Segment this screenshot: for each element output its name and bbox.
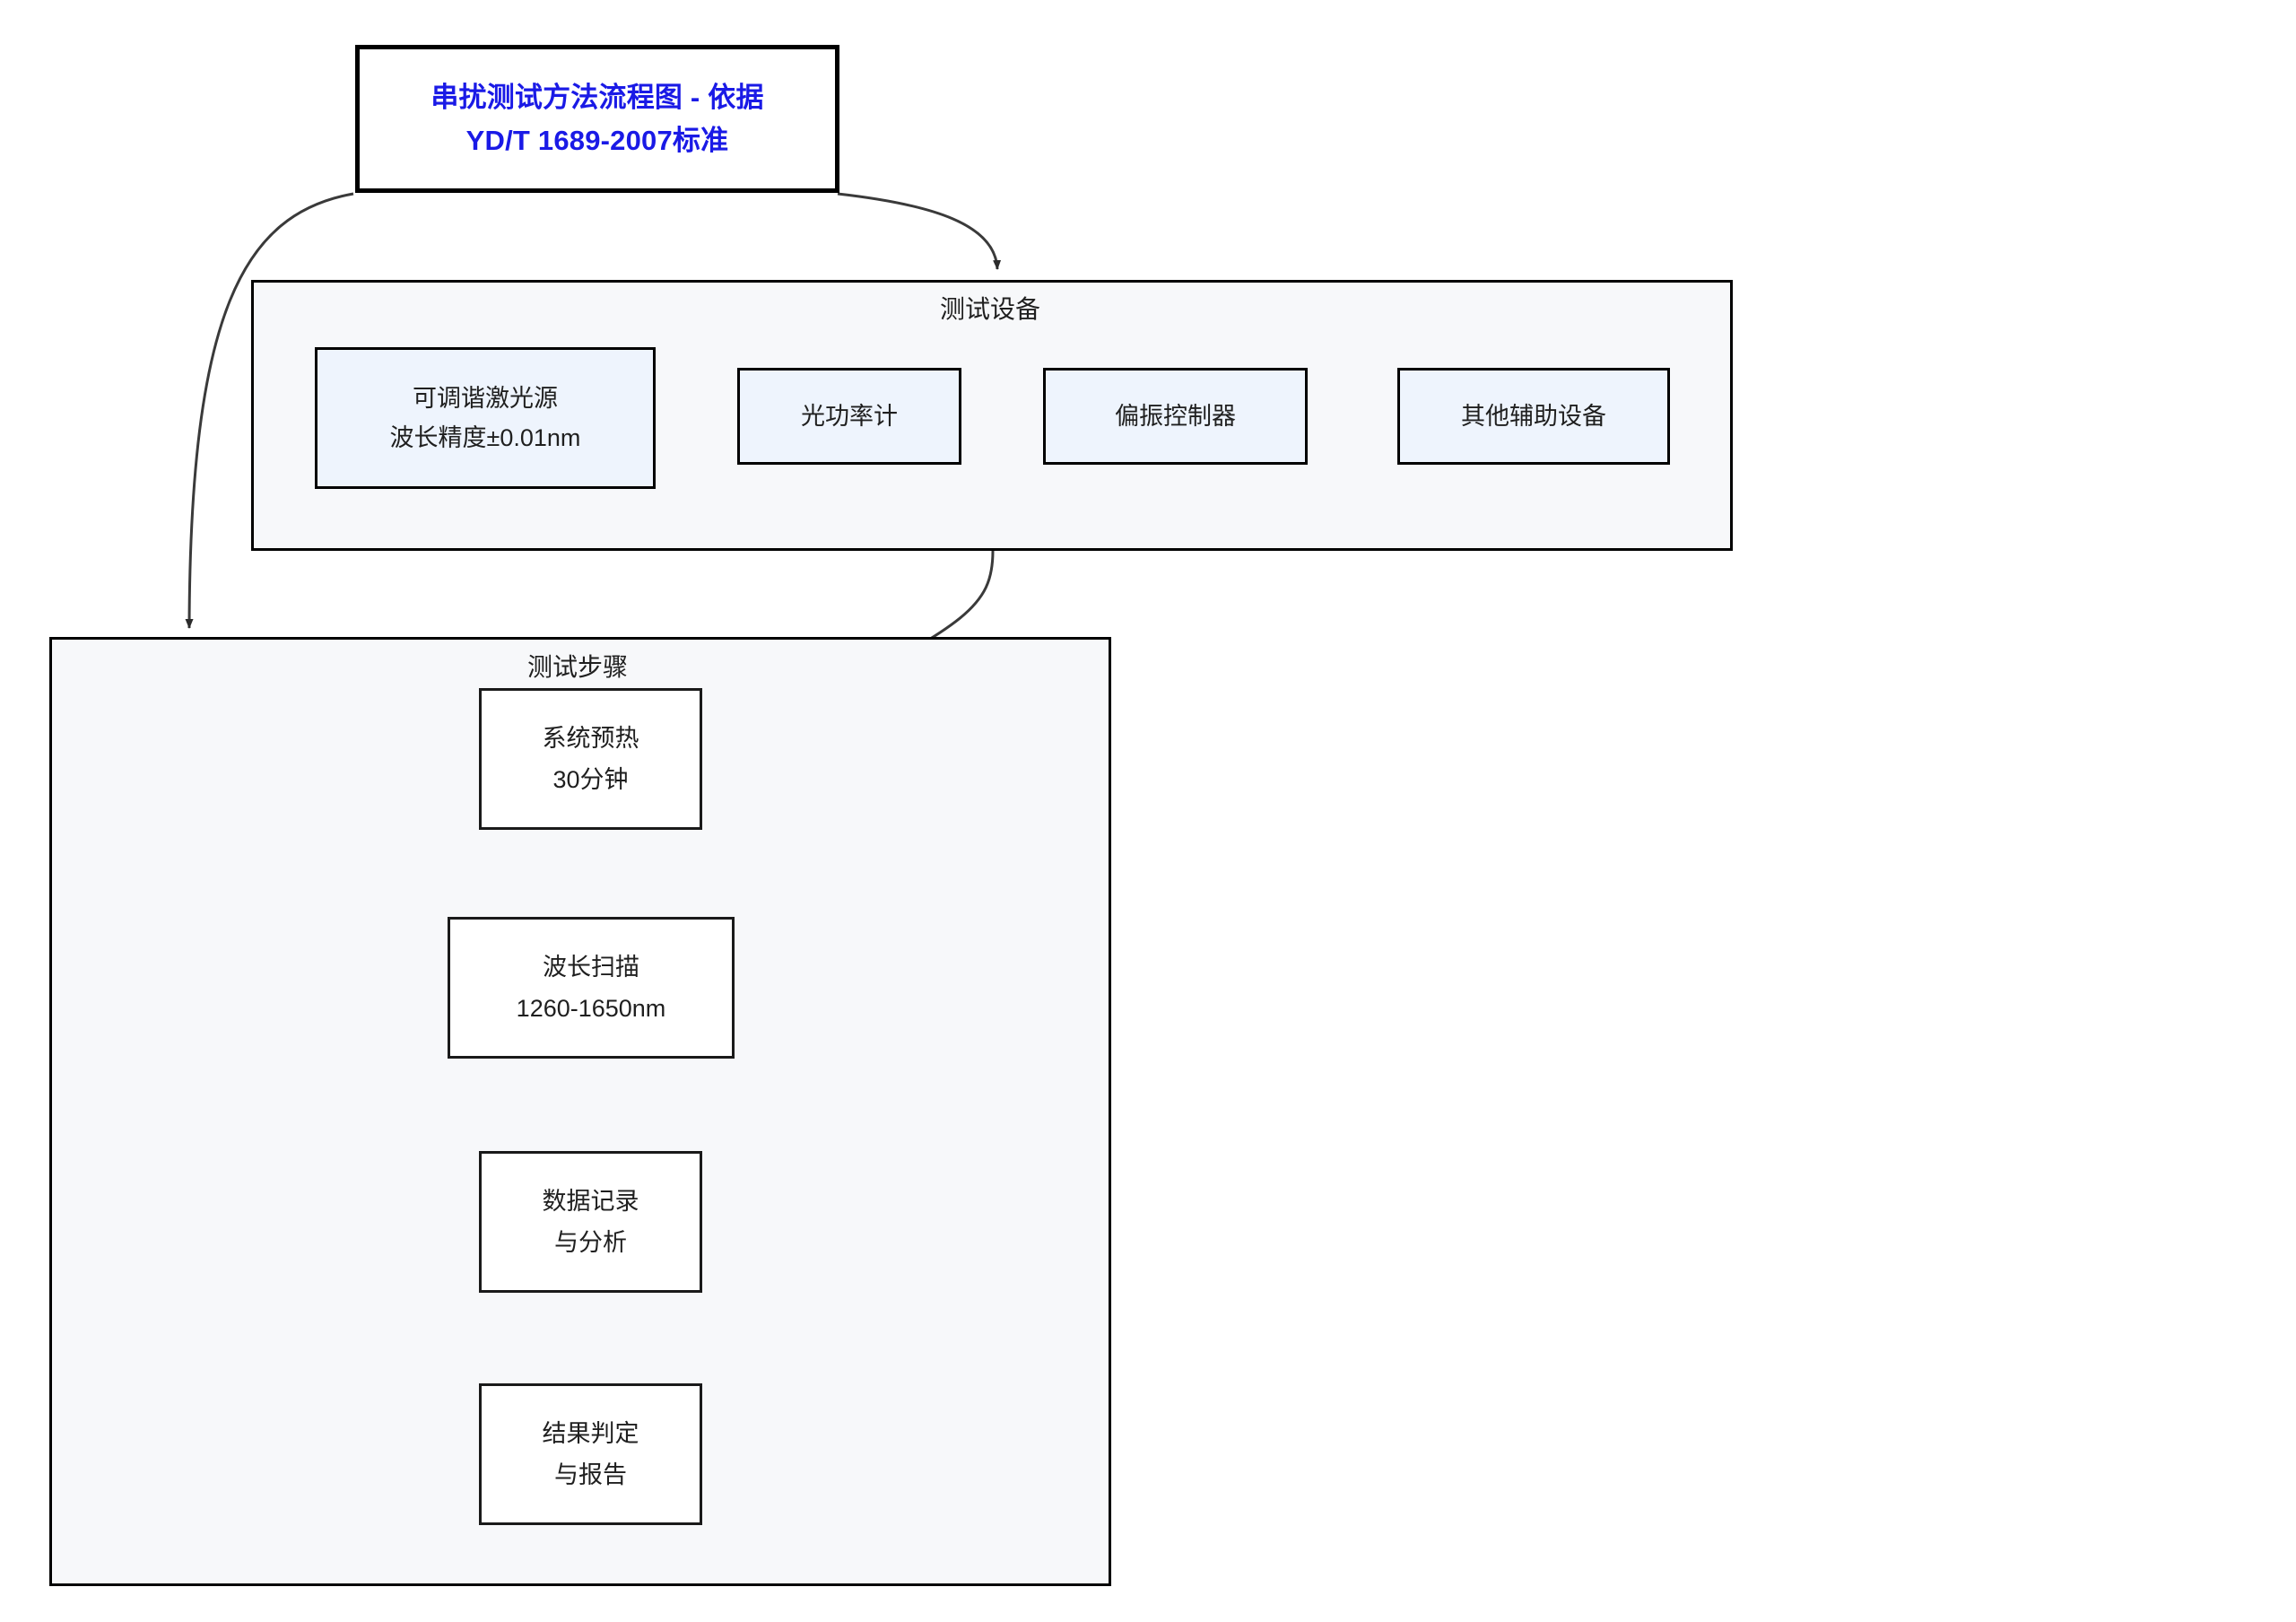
step-node-system-warmup-line-1: 系统预热 [542, 725, 639, 752]
equipment-node-tunable-laser-line-1: 可调谐激光源 [413, 385, 558, 412]
step-node-result-report-line-2: 与报告 [554, 1461, 627, 1488]
equipment-node-tunable-laser: 可调谐激光源 波长精度±0.01nm [315, 347, 656, 489]
diagram-title-box: 串扰测试方法流程图 - 依据 YD/T 1689-2007标准 [355, 45, 839, 193]
equipment-node-other-auxiliary-line-1: 其他辅助设备 [1461, 403, 1606, 430]
equipment-node-optical-power-meter: 光功率计 [737, 368, 961, 465]
edge-title-to-equipment [837, 192, 1002, 270]
step-node-system-warmup-line-2: 30分钟 [552, 766, 629, 793]
step-node-wavelength-scan: 波长扫描 1260-1650nm [448, 917, 735, 1059]
step-node-result-report: 结果判定 与报告 [479, 1383, 702, 1525]
step-node-system-warmup: 系统预热 30分钟 [479, 688, 702, 830]
group-test-equipment-label: 测试设备 [940, 295, 1041, 323]
step-node-data-recording: 数据记录 与分析 [479, 1151, 702, 1293]
equipment-node-optical-power-meter-line-1: 光功率计 [801, 403, 898, 430]
equipment-node-polarization-controller-line-1: 偏振控制器 [1115, 403, 1236, 430]
step-node-data-recording-line-1: 数据记录 [542, 1188, 639, 1215]
step-node-result-report-line-1: 结果判定 [542, 1420, 639, 1447]
group-test-steps-label: 测试步骤 [527, 653, 629, 681]
step-node-data-recording-line-2: 与分析 [554, 1229, 627, 1256]
diagram-title-line-1: 串扰测试方法流程图 - 依据 [430, 81, 764, 113]
equipment-node-tunable-laser-line-2: 波长精度±0.01nm [389, 424, 581, 451]
diagram-title-line-2: YD/T 1689-2007标准 [465, 124, 729, 156]
equipment-node-other-auxiliary: 其他辅助设备 [1397, 368, 1670, 465]
step-node-wavelength-scan-line-2: 1260-1650nm [516, 995, 666, 1022]
step-node-wavelength-scan-line-1: 波长扫描 [543, 954, 639, 981]
equipment-node-polarization-controller: 偏振控制器 [1043, 368, 1308, 465]
